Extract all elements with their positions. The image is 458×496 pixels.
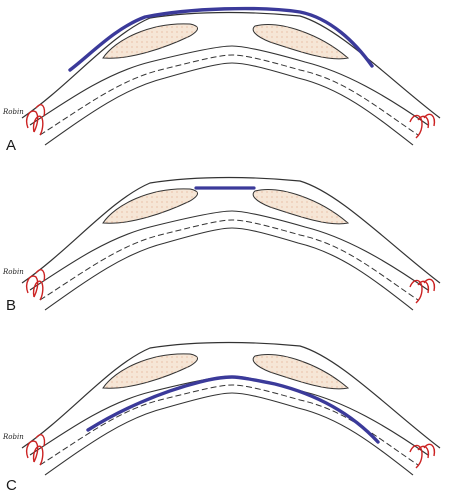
- panel-label-b: B: [6, 297, 17, 314]
- right-cartilage-dots: [253, 354, 348, 389]
- right-roots: [409, 443, 436, 469]
- highlight-outer: [68, 6, 374, 72]
- left-cartilage-dots: [103, 188, 198, 224]
- outer-contour: [21, 341, 441, 449]
- inner-contour-3: [44, 62, 414, 146]
- left-cartilage-dots: [103, 23, 198, 59]
- outer-contour: [21, 176, 441, 284]
- diagram-c: [21, 341, 441, 476]
- diagram-a: [21, 6, 441, 146]
- inner-contour-2: [39, 384, 419, 466]
- inner-contour-1: [29, 45, 429, 126]
- inner-contour-2: [39, 219, 419, 301]
- signature-c: Robin: [3, 433, 24, 441]
- left-cartilage-dots: [103, 353, 198, 389]
- inner-contour-1: [29, 210, 429, 291]
- panel-label-c: C: [6, 477, 17, 494]
- left-roots: [26, 434, 46, 466]
- inner-contour-2: [39, 54, 419, 136]
- signature-a: Robin: [3, 108, 24, 116]
- right-cartilage-dots: [253, 24, 348, 59]
- left-roots: [26, 269, 46, 301]
- right-cartilage-dots: [253, 189, 348, 224]
- left-roots: [26, 104, 46, 136]
- right-roots: [409, 113, 436, 139]
- inner-contour-3: [44, 392, 414, 476]
- highlight-inner: [86, 375, 380, 444]
- outer-contour: [21, 11, 441, 119]
- signature-b: Robin: [3, 268, 24, 276]
- panel-a: Robin A: [0, 0, 458, 165]
- inner-contour-3: [44, 227, 414, 311]
- inner-contour-1: [29, 375, 429, 456]
- panel-b: Robin B: [0, 165, 458, 330]
- panel-c: Robin C: [0, 330, 458, 495]
- panel-label-a: A: [6, 137, 17, 154]
- right-roots: [409, 278, 436, 304]
- diagram-b: [21, 176, 441, 311]
